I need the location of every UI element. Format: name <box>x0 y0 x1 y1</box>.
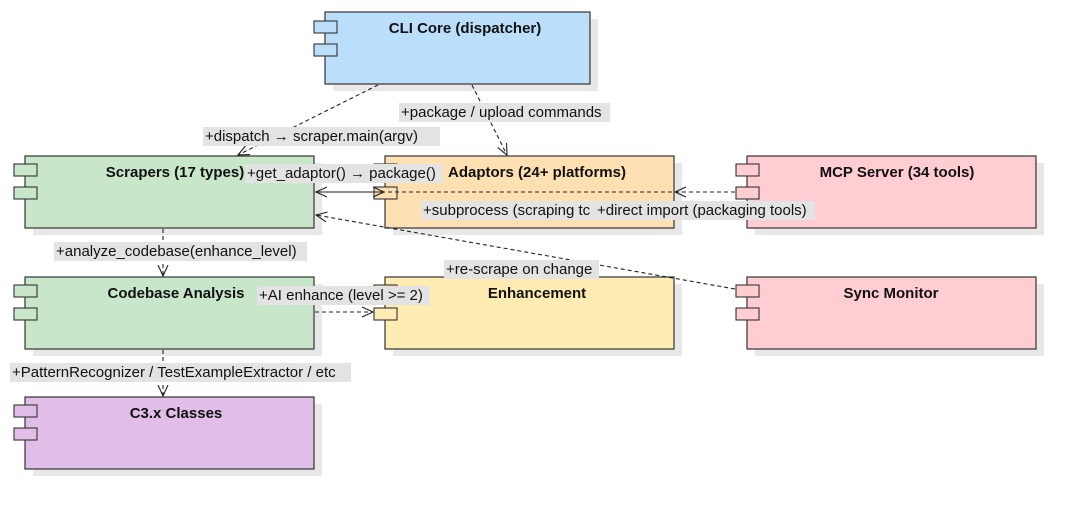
edge-package-upload <box>471 84 507 155</box>
component-enhancement[interactable]: Enhancement <box>373 276 682 356</box>
edge-label-package-upload: +package / upload commands <box>401 104 602 121</box>
component-port-icon <box>313 20 338 34</box>
component-port-icon <box>13 404 38 418</box>
component-port-icon <box>735 307 760 321</box>
component-port-icon <box>313 43 338 57</box>
edge-label-rescrape: +re-scrape on change <box>446 261 592 278</box>
edge-label-analyze: +analyze_codebase(enhance_level) <box>56 243 297 260</box>
edge-label-ai-enhance: +AI enhance (level >= 2) <box>259 287 423 304</box>
component-body <box>384 276 675 350</box>
edge-label-get-adaptor: +get_adaptor() → package() <box>247 165 436 182</box>
component-port-icon <box>373 186 398 200</box>
component-body <box>24 396 315 470</box>
component-port-icon <box>13 307 38 321</box>
component-body <box>324 11 591 85</box>
component-sync-monitor[interactable]: Sync Monitor <box>735 276 1044 356</box>
edge-rescrape <box>316 215 736 290</box>
component-title: Codebase Analysis <box>108 285 245 302</box>
component-title: Enhancement <box>488 285 586 302</box>
component-port-icon <box>13 186 38 200</box>
edge-label-pattern: +PatternRecognizer / TestExampleExtracto… <box>12 364 336 381</box>
component-port-icon <box>13 163 38 177</box>
component-cli-core[interactable]: CLI Core (dispatcher) <box>313 11 598 91</box>
edge-label-direct-import: +direct import (packaging tools) <box>597 202 807 219</box>
component-mcp-server[interactable]: MCP Server (34 tools) <box>735 155 1044 235</box>
component-port-icon <box>735 186 760 200</box>
component-c3x-classes[interactable]: C3.x Classes <box>13 396 322 476</box>
component-title: MCP Server (34 tools) <box>820 164 975 181</box>
component-title: C3.x Classes <box>130 405 223 422</box>
component-title: Scrapers (17 types) <box>106 164 244 181</box>
component-port-icon <box>735 163 760 177</box>
component-body <box>746 276 1037 350</box>
component-port-icon <box>13 427 38 441</box>
edge-label-subprocess: +subprocess (scraping tc <box>423 202 591 219</box>
component-title: Sync Monitor <box>843 285 938 302</box>
component-title: CLI Core (dispatcher) <box>389 20 542 37</box>
edge-dispatch <box>238 84 379 155</box>
edge-label-dispatch: +dispatch → scraper.main(argv) <box>205 128 418 145</box>
component-port-icon <box>735 284 760 298</box>
component-port-icon <box>373 307 398 321</box>
component-title: Adaptors (24+ platforms) <box>448 164 626 181</box>
component-port-icon <box>13 284 38 298</box>
